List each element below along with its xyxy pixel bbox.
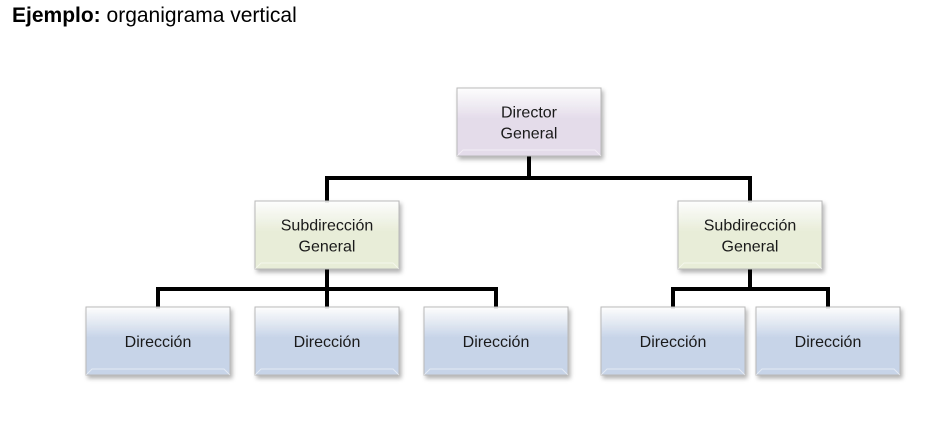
node-subdireccion-2-bevel <box>677 262 823 270</box>
node-subdireccion-1-label-0: Subdirección <box>281 218 374 235</box>
node-subdireccion-1-box <box>254 200 400 270</box>
node-director-general-box <box>456 87 602 157</box>
node-direccion-4: Dirección <box>600 306 746 376</box>
node-director-general-label-0: Director <box>501 105 558 122</box>
node-direccion-3: Dirección <box>423 306 569 376</box>
node-subdireccion-2-label-0: Subdirección <box>704 218 797 235</box>
node-direccion-5-box <box>755 306 901 376</box>
node-subdireccion-1-bevel <box>254 262 400 270</box>
node-direccion-4-bevel <box>600 368 746 376</box>
node-subdireccion-2-box <box>677 200 823 270</box>
node-subdireccion-2-label-1: General <box>722 239 779 256</box>
node-direccion-3-bevel <box>423 368 569 376</box>
node-subdireccion-1-label-1: General <box>299 239 356 256</box>
title-text: organigrama vertical <box>100 4 297 27</box>
node-director-general-label-1: General <box>501 126 558 143</box>
node-direccion-1-label-0: Dirección <box>125 334 192 351</box>
title-label: Ejemplo: <box>12 4 101 27</box>
node-direccion-3-box <box>423 306 569 376</box>
node-direccion-4-box <box>600 306 746 376</box>
node-director-general-bevel <box>456 149 602 157</box>
node-direccion-1: Dirección <box>85 306 231 376</box>
connectors <box>156 154 830 309</box>
node-direccion-4-label-0: Dirección <box>640 334 707 351</box>
node-direccion-2-bevel <box>254 368 400 376</box>
node-direccion-5-label-0: Dirección <box>795 334 862 351</box>
nodes: DirectorGeneralSubdirecciónGeneralDirecc… <box>85 87 901 376</box>
node-direccion-5-bevel <box>755 368 901 376</box>
node-direccion-1-box <box>85 306 231 376</box>
node-direccion-2: Dirección <box>254 306 400 376</box>
node-direccion-2-box <box>254 306 400 376</box>
page-title: Ejemplo: organigrama vertical <box>12 4 297 28</box>
node-direccion-2-label-0: Dirección <box>294 334 361 351</box>
node-direccion-3-label-0: Dirección <box>463 334 530 351</box>
node-direccion-1-bevel <box>85 368 231 376</box>
node-direccion-5: Dirección <box>755 306 901 376</box>
